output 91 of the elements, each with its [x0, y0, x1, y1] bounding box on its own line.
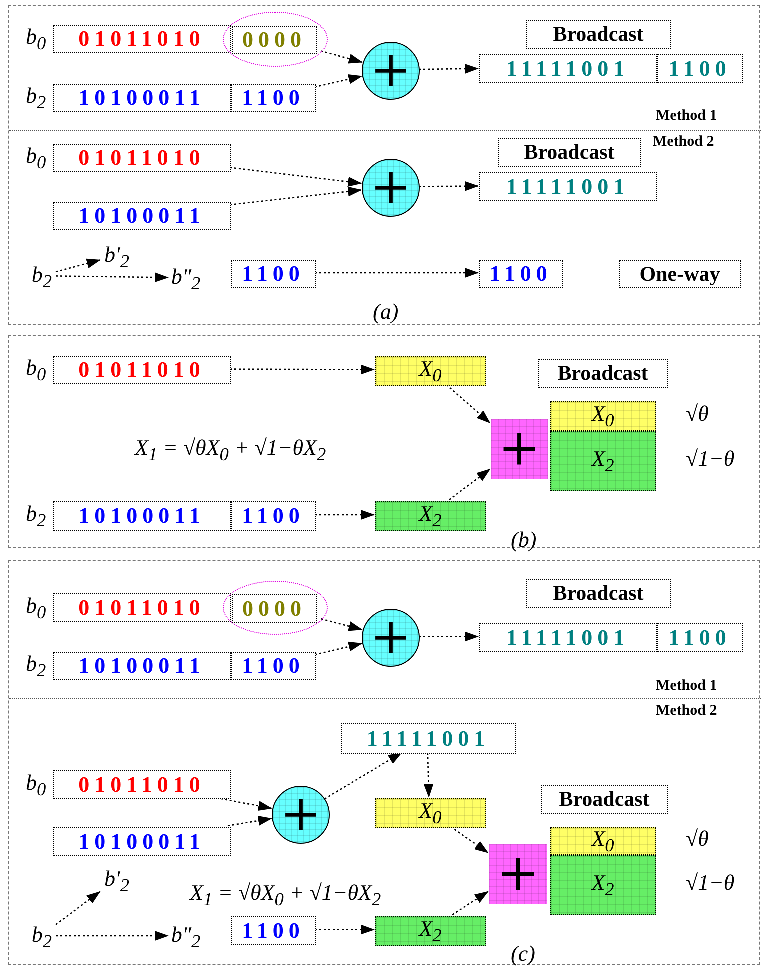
- equation: X$_{1}$ = √θX$_{0}$ + √1−θX$_{2}$: [190, 880, 382, 910]
- panel-caption: (a): [373, 299, 399, 325]
- arrow: [56, 891, 101, 926]
- bit-sequence-box: 11111001: [479, 623, 657, 652]
- bit-sequence-box: 0000: [232, 26, 317, 54]
- signal-block: X$_{2}$: [550, 431, 656, 491]
- arrow: [56, 258, 101, 273]
- bit-sequence-box: 01011010: [53, 25, 231, 53]
- bit-sequence-box: 10100011: [53, 501, 231, 531]
- highlight-ellipse: [223, 12, 328, 67]
- arrow: [424, 752, 434, 798]
- variable-label: b$_{2}$: [27, 263, 57, 291]
- method-label: Method 2: [656, 703, 718, 720]
- label-box: Broadcast: [526, 579, 671, 608]
- variable-label: b$_{2}$: [27, 923, 57, 951]
- arrow: [452, 891, 489, 916]
- variable-label: √θ: [686, 826, 709, 852]
- figure-panel: [8, 5, 760, 325]
- variable-label: √1−θ: [686, 446, 735, 472]
- label-box: Broadcast: [538, 359, 668, 388]
- arrow: [56, 272, 169, 283]
- variable-label: b′$_{2}$: [101, 867, 133, 895]
- figure-panel: [8, 560, 760, 965]
- bit-sequence-box: 1100: [231, 260, 316, 288]
- signal-block: X$_{0}$: [550, 401, 656, 431]
- bit-sequence-box: 10100011: [53, 652, 231, 680]
- panel-caption: (c): [511, 941, 536, 967]
- arrow: [56, 931, 169, 941]
- signal-block: X$_{0}$: [550, 827, 656, 855]
- variable-label: √θ: [686, 401, 709, 427]
- bit-sequence-box: 1100: [231, 501, 316, 531]
- bit-sequence-box: 10100011: [53, 202, 231, 230]
- variable-label: b$_{0}$: [26, 143, 46, 174]
- signal-block: X$_{2}$: [550, 855, 656, 915]
- bit-sequence-box: 01011010: [53, 356, 231, 384]
- bit-sequence-box: 11111001: [479, 54, 657, 83]
- arrow: [230, 167, 362, 187]
- signal-block: X$_{0}$: [375, 798, 486, 828]
- bit-sequence-box: 1100: [231, 652, 316, 680]
- variable-label: b$_{0}$: [26, 592, 46, 623]
- panel-caption: (b): [511, 527, 537, 553]
- method-label: Method 2: [653, 134, 714, 151]
- arrow: [314, 642, 363, 656]
- variable-label: √1−θ: [686, 870, 735, 896]
- arrow: [230, 186, 362, 206]
- arrow: [314, 74, 363, 88]
- sum-square: [489, 844, 547, 904]
- bit-sequence-box: 1100: [479, 260, 563, 288]
- variable-label: b″$_{2}$: [169, 923, 203, 951]
- bit-sequence-box: 01011010: [53, 770, 231, 799]
- variable-label: b$_{2}$: [26, 83, 46, 114]
- arrow: [419, 632, 479, 642]
- bit-sequence-box: 1100: [657, 54, 743, 83]
- bit-sequence-box: 1100: [657, 623, 743, 652]
- label-box: Broadcast: [526, 20, 671, 49]
- arrow: [450, 826, 489, 854]
- arrow: [321, 618, 363, 632]
- bit-sequence-box: 11111001: [341, 723, 516, 754]
- variable-label: b$_{2}$: [26, 651, 46, 682]
- method-label: Method 1: [656, 678, 718, 695]
- signal-block: X$_{2}$: [375, 916, 486, 946]
- arrow: [449, 468, 491, 501]
- variable-label: b′$_{2}$: [101, 243, 133, 271]
- sum-square: [491, 419, 548, 479]
- variable-label: b″$_{2}$: [169, 265, 203, 293]
- arrow: [418, 64, 479, 74]
- label-box: Broadcast: [541, 785, 668, 814]
- arrow: [228, 816, 272, 827]
- bit-sequence-box: 11111001: [479, 172, 657, 201]
- variable-label: b$_{0}$: [26, 24, 46, 54]
- bit-sequence-box: 1100: [231, 916, 316, 945]
- bit-sequence-box: 10100011: [53, 827, 231, 856]
- arrow: [324, 752, 403, 800]
- variable-label: b$_{2}$: [26, 501, 46, 532]
- variable-label: b$_{0}$: [26, 355, 46, 386]
- signal-block: X$_{2}$: [375, 501, 486, 531]
- label-box: Broadcast: [498, 138, 641, 167]
- variable-label: b$_{0}$: [26, 770, 46, 800]
- bit-sequence-box: 0000: [232, 594, 317, 623]
- bit-sequence-box: 01011010: [53, 144, 231, 172]
- bit-sequence-box: 01011010: [53, 593, 231, 622]
- bit-sequence-box: 10100011: [53, 84, 231, 112]
- equation: X$_{1}$ = √θX$_{0}$ + √1−θX$_{2}$: [135, 435, 326, 466]
- arrow: [320, 50, 363, 64]
- highlight-ellipse: [223, 581, 328, 635]
- arrow: [446, 384, 491, 424]
- label-box: One-way: [619, 260, 741, 288]
- arrow: [419, 181, 479, 192]
- method-label: Method 1: [656, 108, 718, 125]
- signal-block: X$_{0}$: [375, 356, 486, 386]
- bit-sequence-box: 1100: [231, 84, 316, 112]
